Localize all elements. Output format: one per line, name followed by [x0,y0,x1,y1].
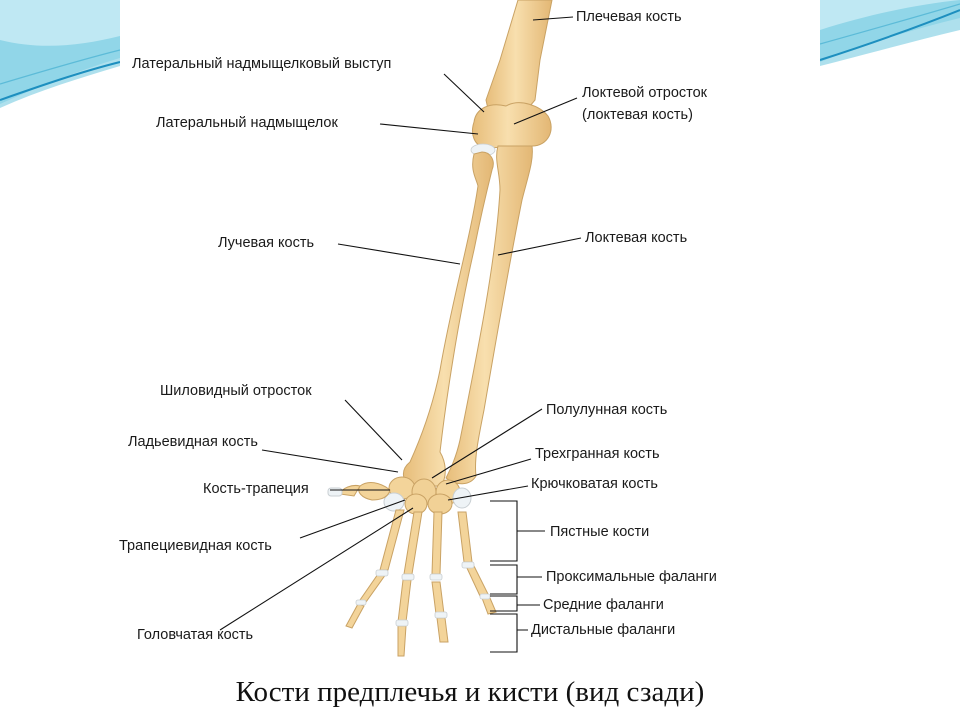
label-styloid-process: Шиловидный отросток [160,383,312,399]
leader-olecranon [513,97,578,125]
leader-ulna [497,237,582,256]
bracket-distal-phalanges [490,613,528,653]
label-middle-phalanges: Средние фаланги [543,597,664,613]
label-olecranon-line2: (локтевая кость) [582,107,693,123]
wave-left-line-2 [0,49,121,85]
joint-cartilage [355,561,491,627]
leader-capitate [219,507,414,631]
label-triquetrum: Трехгранная кость [535,446,660,462]
label-lateral-epicondylar-ridge: Латеральный надмыщелковый выступ [132,56,392,72]
label-lunate: Полулунная кость [546,402,668,418]
leader-trapezoid [299,499,406,539]
leader-hamate [447,485,529,501]
label-hamate: Крючковатая кость [531,476,658,492]
leader-lunate [431,408,543,479]
leader-scaphoid [261,449,399,473]
label-olecranon-line1: Локтевой отросток [582,85,708,101]
leader-radius [337,243,461,265]
ulna-bone [445,145,533,485]
wave-right-line-2 [819,3,960,45]
label-metacarpals: Пястные кости [550,524,650,540]
leader-humerus [532,16,574,21]
finger-bones [345,509,497,657]
bracket-metacarpals [490,500,545,562]
humerus-bone [470,0,553,157]
label-proximal-phalanges: Проксимальные фаланги [546,569,717,585]
leader-lateral-epicondyle [379,123,479,135]
label-radius: Лучевая кость [218,235,315,251]
figure-panel [120,0,820,720]
label-distal-phalanges: Дистальные фаланги [531,622,676,638]
label-trapezium: Кость-трапеция [203,481,309,497]
label-ulna: Локтевая кость [585,230,688,246]
leader-triquetrum [445,458,532,485]
label-humerus: Плечевая кость [576,9,682,25]
bracket-middle-phalanges [490,595,540,612]
label-trapezoid: Трапециевидная кость [119,538,272,554]
radius-bone [403,151,494,487]
bracket-proximal-phalanges [490,564,542,595]
leader-lateral-epicondylar-ridge [443,73,485,113]
leader-styloid [344,399,403,461]
brackets [490,500,545,653]
leader-lines [219,16,582,631]
label-lateral-epicondyle: Латеральный надмыщелок [156,115,338,131]
wave-right-line [819,9,960,61]
label-capitate: Головчатая кость [137,627,254,643]
wave-left-line [0,61,121,101]
thumb-bones [327,482,391,501]
label-scaphoid: Ладьевидная кость [128,434,258,450]
carpal-bones [383,476,472,515]
figure-caption: Кости предплечья и кисти (вид сзади) [235,676,705,708]
